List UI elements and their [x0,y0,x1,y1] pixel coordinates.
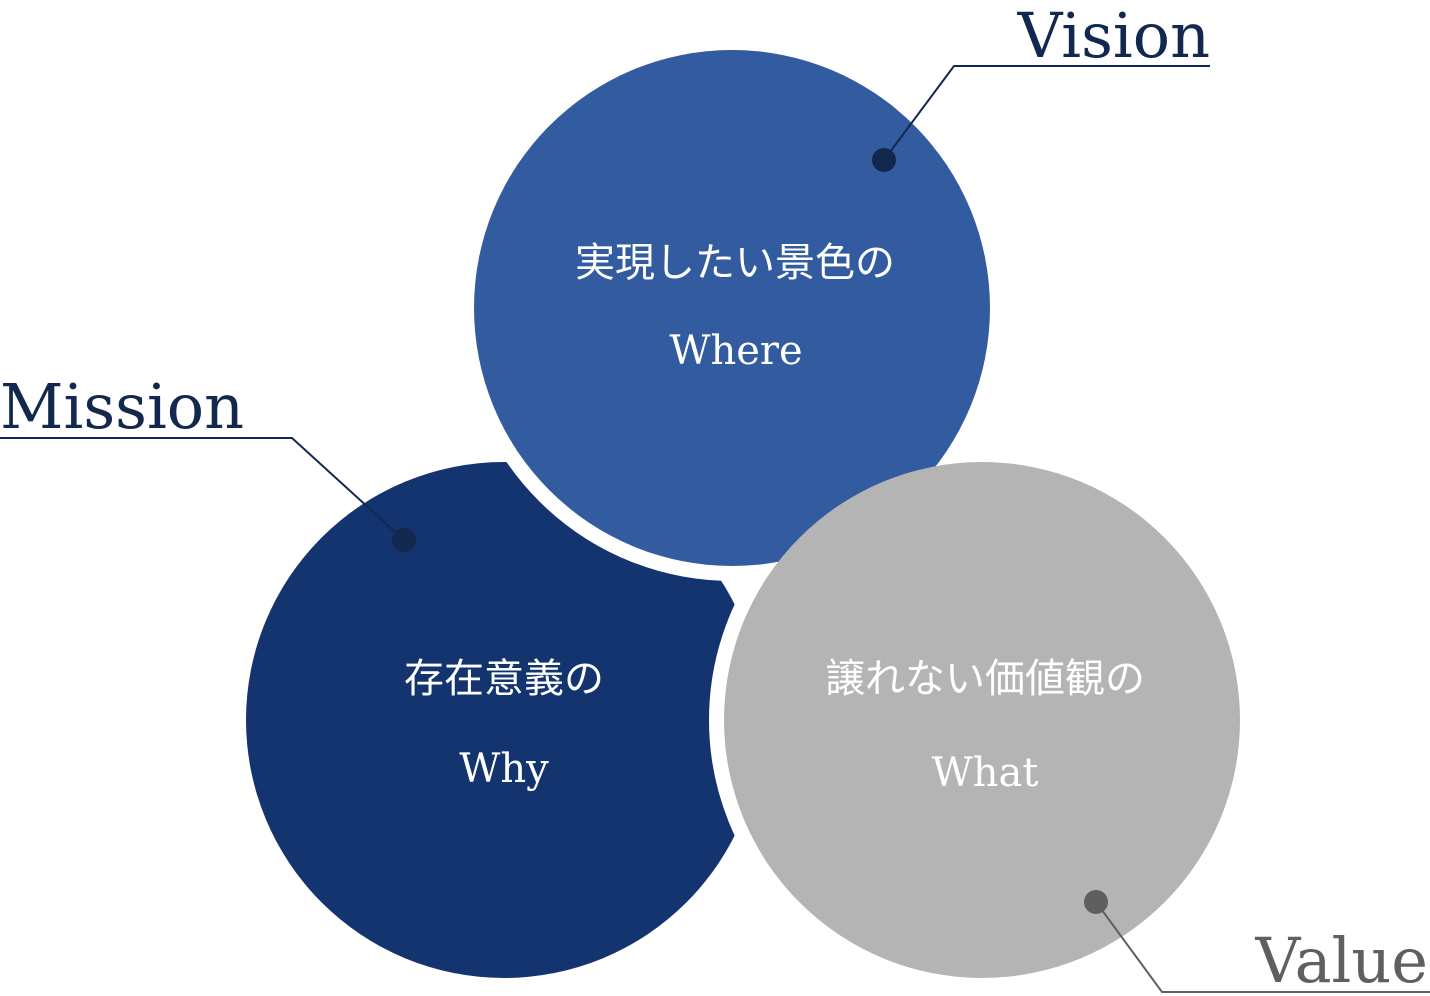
vision-text-line2: Where [669,328,802,374]
mission-leader-line [0,437,405,541]
mission-callout: Mission [0,370,416,552]
mission-node [246,462,762,978]
vision-callout: Vision [872,0,1210,172]
value-text-line1: 譲れない価値観の [825,656,1145,702]
value-callout: Value [1084,890,1430,996]
value-circle-top [724,462,1240,978]
value-leader-line [1095,901,1430,993]
vision-label: Vision [1017,0,1210,72]
mission-label: Mission [0,370,244,443]
mission-circle [246,462,762,978]
mission-leader-dot [392,528,416,552]
mission-text-line2: Why [459,746,549,792]
value-label: Value [1255,924,1429,996]
vision-leader-line [883,65,1210,161]
vision-leader-dot [872,148,896,172]
mission-text-line1: 存在意義の [404,656,604,702]
vision-text-line1: 実現したい景色の [575,240,895,286]
value-leader-dot [1084,890,1108,914]
value-text-line2: What [932,750,1039,796]
vision-circle-top [474,50,990,566]
